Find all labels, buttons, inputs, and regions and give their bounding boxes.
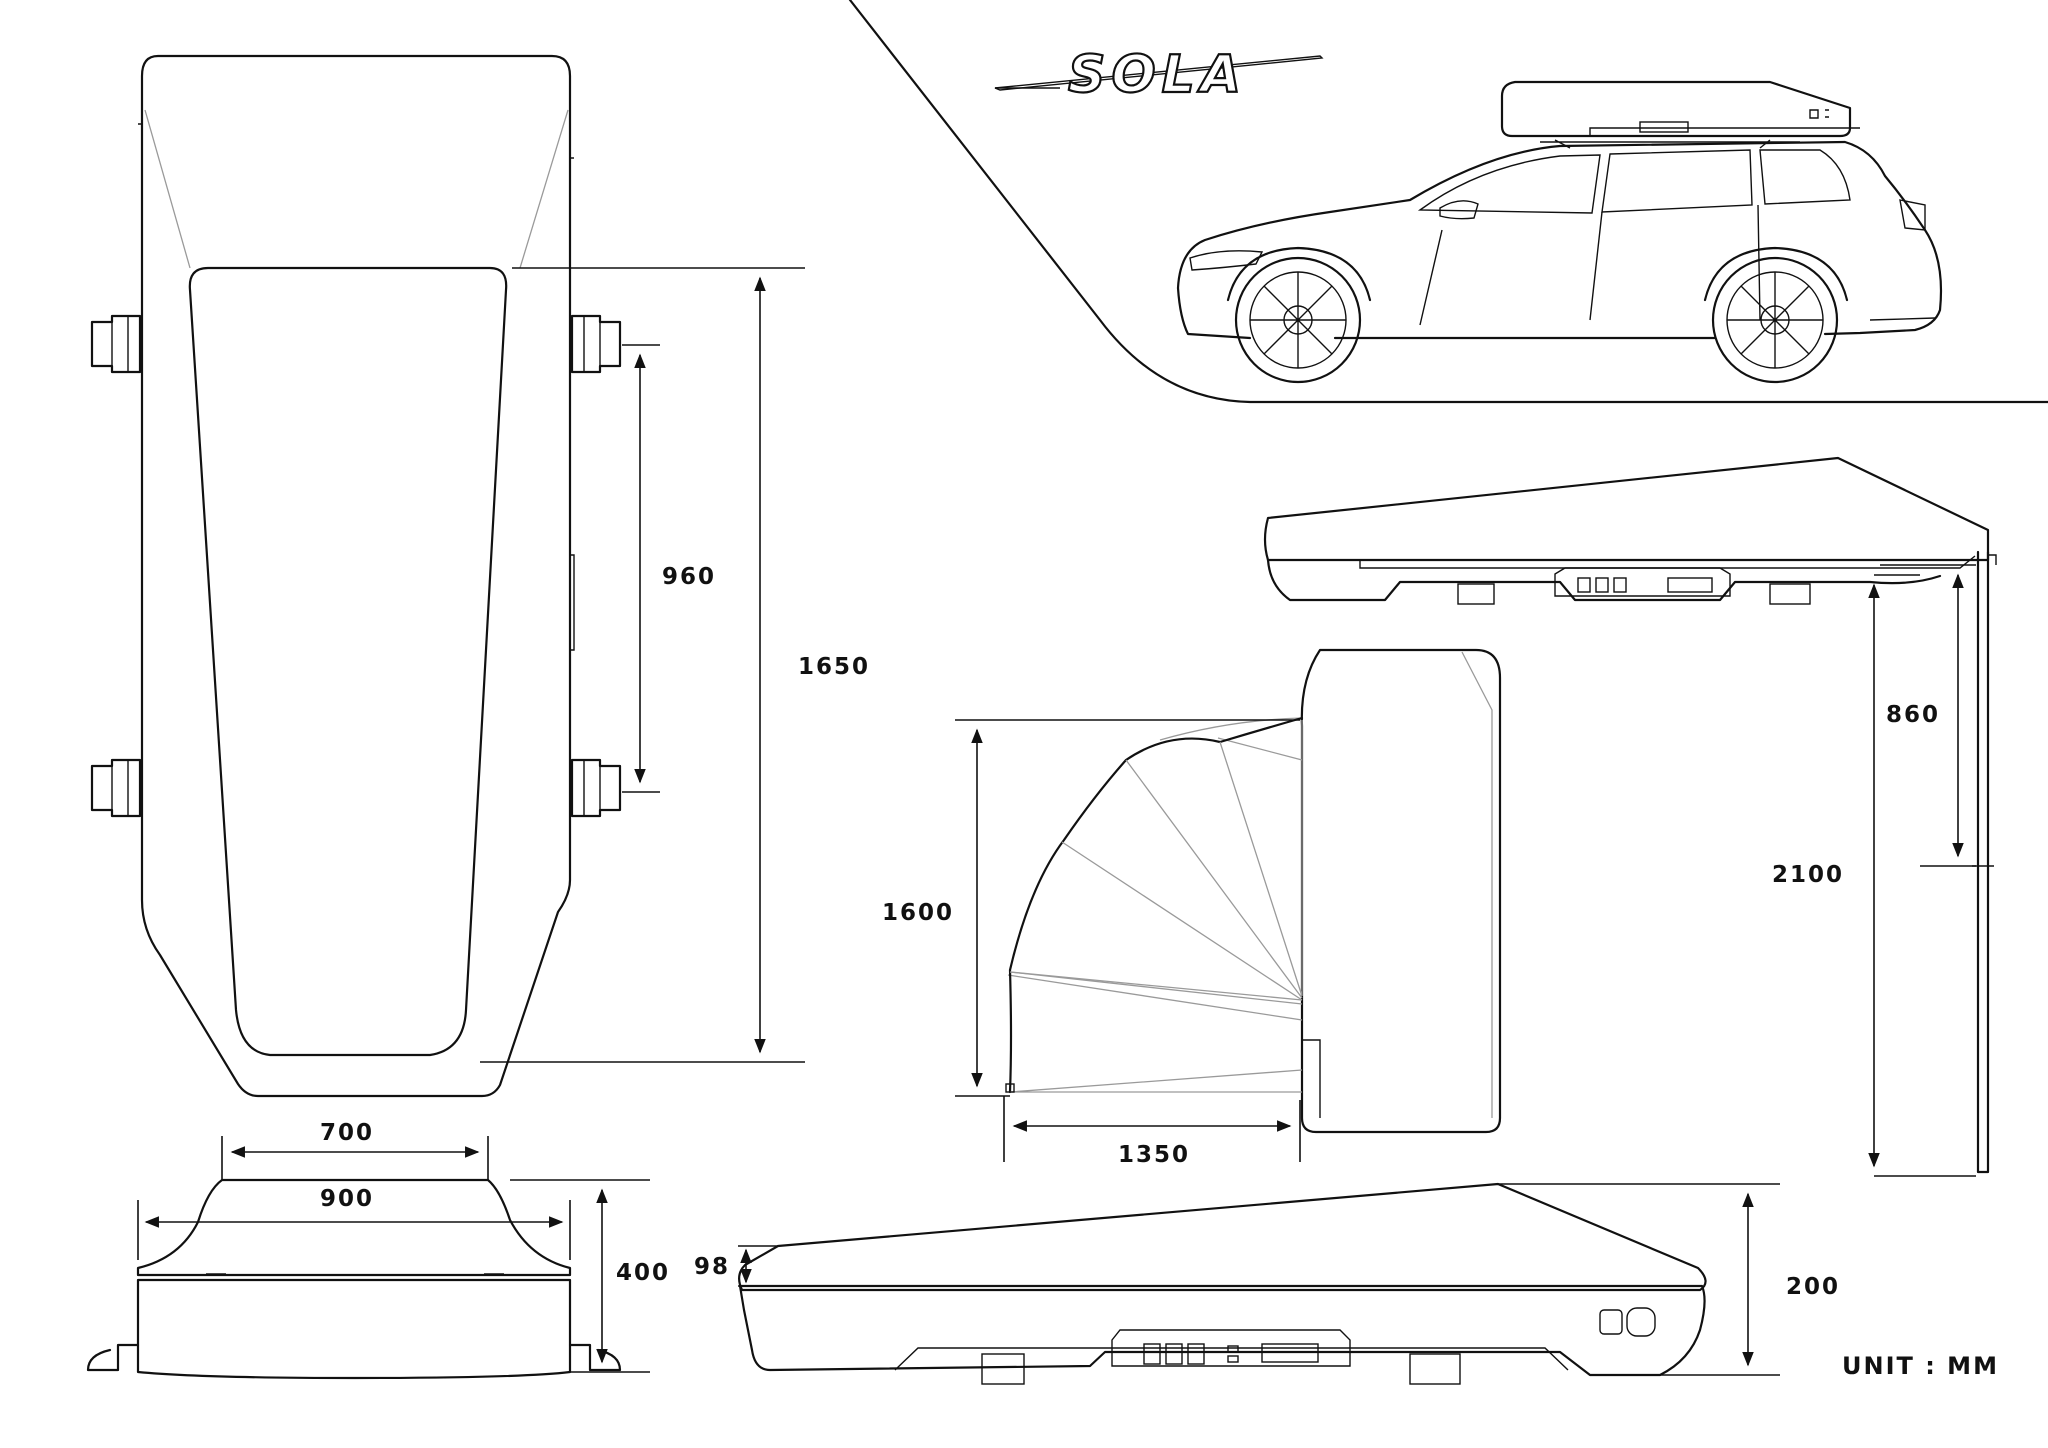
brand-name: SOLA (1068, 45, 1247, 105)
label-1350: 1350 (1118, 1142, 1190, 1168)
dim-bar-spacing: 960 (622, 344, 716, 793)
label-200: 200 (1786, 1274, 1840, 1300)
ladder-icon (1972, 550, 1997, 1174)
car-panel-frame (848, 0, 2048, 404)
dim-ladder-upper: 860 (1880, 564, 1976, 867)
unit-label: UNIT : MM (1842, 1352, 1999, 1380)
dim-side-lid-edge: 98 (694, 1245, 778, 1287)
rear-wheel-icon (1703, 246, 1849, 384)
label-98: 98 (694, 1254, 730, 1280)
ladder-side-view (1263, 456, 1997, 1174)
mounting-bracket-icon (90, 314, 622, 818)
dim-open-height: 1600 (882, 719, 1300, 1097)
label-900: 900 (320, 1186, 374, 1212)
side-control-panel-icon (1111, 1329, 1351, 1367)
dim-top-view-length: 1650 (480, 267, 870, 1063)
dim-front-top-width: 700 (221, 1120, 489, 1180)
car-silhouette-icon (1176, 80, 1943, 384)
ladder-control-panel-icon (1554, 567, 1731, 597)
dim-front-base-width: 900 (137, 1186, 571, 1260)
label-700: 700 (320, 1120, 374, 1146)
top-view-tent (90, 54, 622, 1098)
label-400: 400 (616, 1260, 670, 1286)
dim-ladder-total: 2100 (1772, 574, 1976, 1177)
dim-side-height: 200 (1498, 1183, 1840, 1376)
label-2100: 2100 (1772, 862, 1844, 888)
dim-open-length: 1350 (1003, 1096, 1301, 1168)
brand-logo: SOLA (994, 44, 1324, 106)
front-wheel-icon (1226, 246, 1372, 384)
label-960: 960 (662, 564, 716, 590)
label-1650: 1650 (798, 654, 870, 680)
dim-front-height: 400 (510, 1179, 670, 1373)
front-view-tent (86, 1178, 622, 1380)
label-1600: 1600 (882, 900, 954, 926)
open-tent-view (1005, 648, 1502, 1134)
side-view-tent (738, 1182, 1707, 1385)
label-860: 860 (1886, 702, 1940, 728)
